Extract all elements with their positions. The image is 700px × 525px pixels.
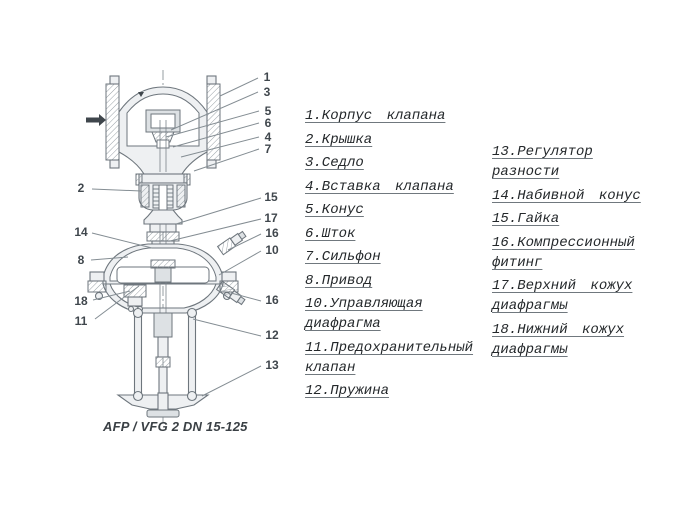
part-item-2: 2.Крышка bbox=[305, 131, 373, 148]
spring-housing bbox=[116, 307, 210, 418]
part-item-6: 6.Шток bbox=[305, 225, 356, 242]
part-item-10: 10.Управляющая диафрагма bbox=[305, 296, 423, 332]
callout-10: 10 bbox=[265, 243, 279, 257]
part-item-3: 3.Седло bbox=[305, 155, 364, 171]
vent-mark bbox=[138, 92, 144, 97]
safety-valve bbox=[123, 284, 147, 313]
callout-1: 1 bbox=[264, 70, 271, 84]
callout-15: 15 bbox=[264, 190, 278, 204]
part-item-16: 16.Компрессионный фитинг bbox=[492, 234, 635, 271]
callout-13: 13 bbox=[265, 358, 279, 372]
flow-arrow-icon bbox=[86, 114, 106, 126]
compression-fitting-upper bbox=[216, 230, 247, 256]
valve-body bbox=[105, 75, 221, 175]
parts-list-column-1: 1.Корпус клапана 2.Крышка 3.Седло 4.Вста… bbox=[305, 106, 492, 405]
part-item-1: 1.Корпус клапана bbox=[305, 108, 446, 124]
callout-2: 2 bbox=[78, 181, 85, 195]
callout-12: 12 bbox=[265, 328, 279, 342]
part-item-7: 7.Сильфон bbox=[305, 249, 381, 265]
callout-5: 5 bbox=[265, 104, 272, 118]
figure-caption: AFP / VFG 2 DN 15-125 bbox=[103, 419, 248, 434]
parts-list-column-2: 13.Регулятор разности 14.Набивной конус … bbox=[492, 142, 650, 363]
callout-4: 4 bbox=[265, 130, 272, 144]
dome-clamp-left bbox=[87, 271, 107, 301]
compression-fitting-lower bbox=[215, 280, 246, 306]
part-item-13: 13.Регулятор разности bbox=[492, 144, 593, 180]
callout-16b: 16 bbox=[265, 293, 279, 307]
actuator-dome bbox=[87, 230, 247, 314]
part-item-12: 12.Пружина bbox=[305, 383, 390, 399]
part-item-11: 11.Предохранительный клапан bbox=[305, 339, 474, 376]
callout-14: 14 bbox=[74, 225, 88, 239]
leader-lines bbox=[90, 77, 262, 397]
callout-6: 6 bbox=[265, 116, 272, 130]
callout-numbers: 1 3 5 6 4 7 2 14 8 18 11 15 17 16 10 16 … bbox=[74, 70, 279, 372]
callout-16a: 16 bbox=[265, 226, 279, 240]
part-item-8: 8.Привод bbox=[305, 272, 373, 289]
callout-8: 8 bbox=[78, 253, 85, 267]
callout-3: 3 bbox=[264, 85, 271, 99]
part-item-18: 18.Нижний кожух диафрагмы bbox=[492, 321, 625, 358]
callout-18: 18 bbox=[74, 294, 88, 308]
part-item-15: 15.Гайка bbox=[492, 211, 560, 227]
part-item-17: 17.Верхний кожух диафрагмы bbox=[492, 278, 633, 314]
part-item-14: 14.Набивной конус bbox=[492, 187, 641, 204]
part-item-4: 4.Вставка клапана bbox=[305, 178, 454, 195]
callout-17: 17 bbox=[264, 211, 278, 225]
callout-11: 11 bbox=[75, 314, 88, 328]
callout-7: 7 bbox=[265, 142, 272, 156]
part-item-5: 5.Конус bbox=[305, 202, 364, 218]
